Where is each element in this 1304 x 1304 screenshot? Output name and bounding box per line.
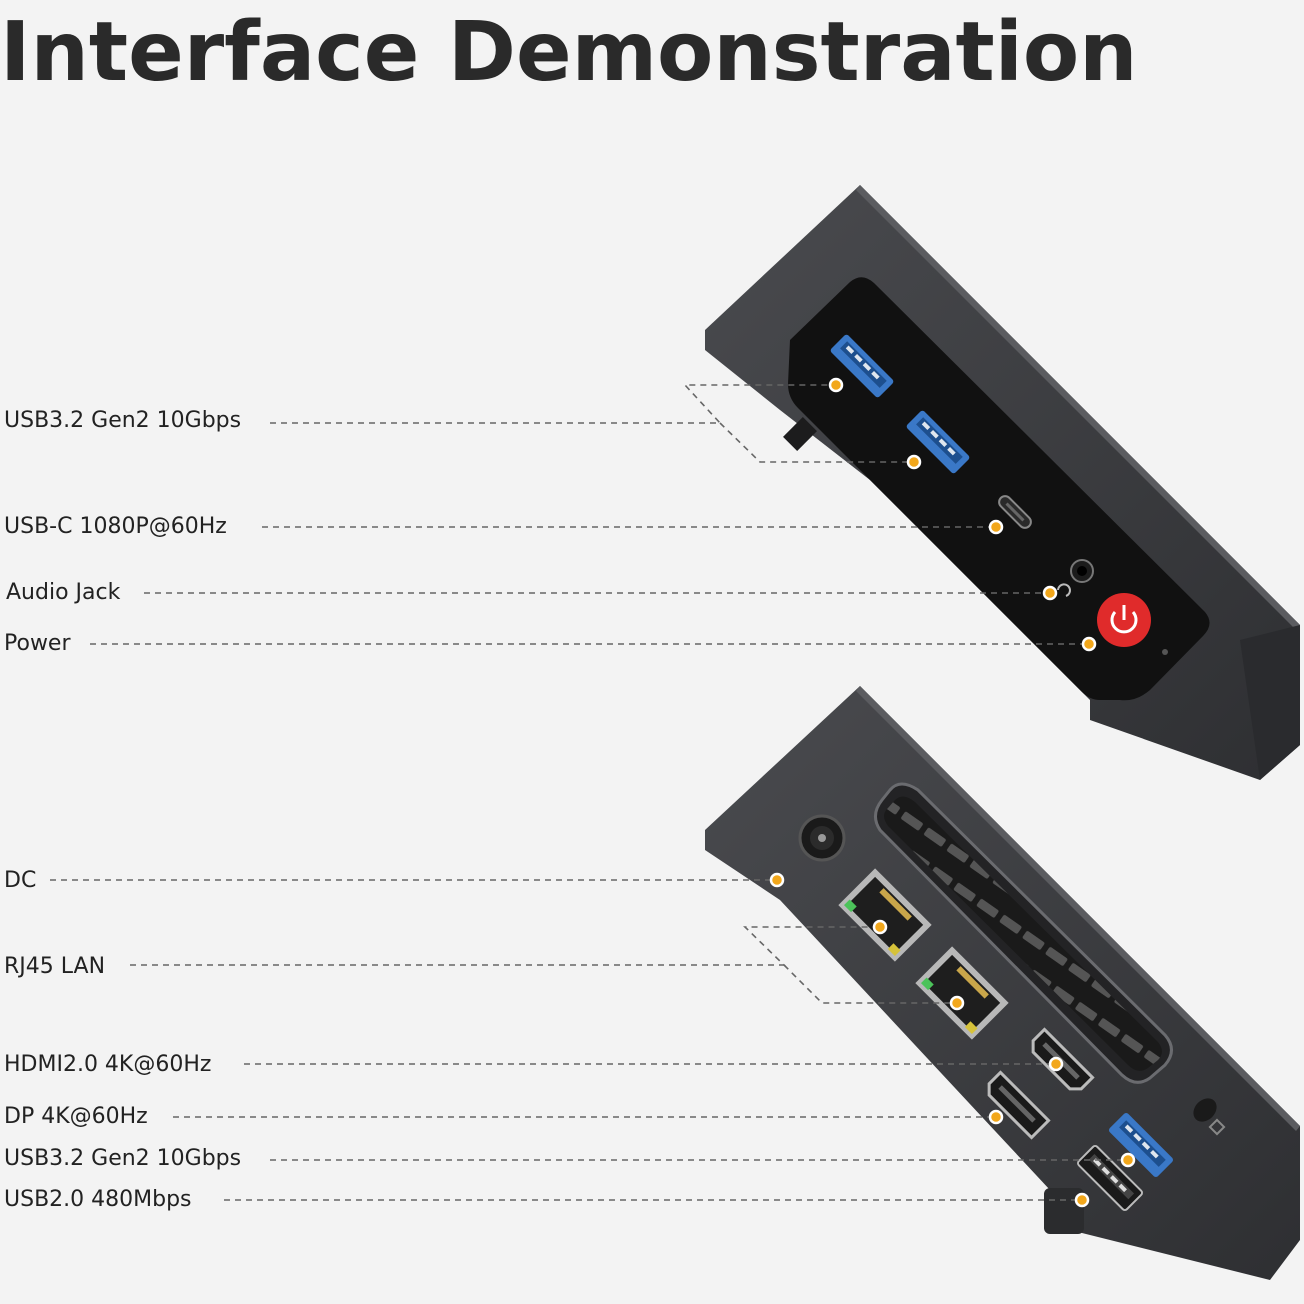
back-device xyxy=(705,686,1300,1280)
usb-a-port-icon xyxy=(830,334,894,398)
usb-c-port-icon xyxy=(998,495,1032,529)
label-usb-c: USB-C 1080P@60Hz xyxy=(4,514,227,539)
front-panel xyxy=(788,277,1210,701)
label-hdmi: HDMI2.0 4K@60Hz xyxy=(4,1052,212,1077)
usb-a-port-icon xyxy=(1077,1145,1143,1211)
page-title: Interface Demonstration xyxy=(0,5,1138,100)
label-back-usb3: USB3.2 Gen2 10Gbps xyxy=(4,1146,242,1171)
power-icon xyxy=(1097,593,1151,647)
back-chassis xyxy=(705,686,1300,1280)
label-usb2: USB2.0 480Mbps xyxy=(4,1187,192,1212)
label-audio-jack: Audio Jack xyxy=(6,580,121,605)
front-device xyxy=(705,185,1300,780)
label-dc: DC xyxy=(4,868,37,893)
dc-jack-icon xyxy=(798,814,846,862)
displayport-icon xyxy=(987,1070,1051,1140)
callout-dots xyxy=(769,377,1136,1208)
audio-jack-icon xyxy=(1057,559,1094,597)
label-front-usb3: USB3.2 Gen2 10Gbps xyxy=(4,408,242,433)
rj45-port-icon xyxy=(915,946,1009,1040)
lock-slot-icon xyxy=(1193,1098,1226,1136)
label-dp: DP 4K@60Hz xyxy=(4,1104,148,1129)
label-rj45: RJ45 LAN xyxy=(4,954,106,979)
usb-a-port-icon xyxy=(906,410,970,474)
label-power: Power xyxy=(4,631,71,656)
usb-a-port-icon xyxy=(1109,1113,1173,1177)
rj45-port-icon xyxy=(838,868,932,962)
callout-lines xyxy=(50,384,1128,1201)
